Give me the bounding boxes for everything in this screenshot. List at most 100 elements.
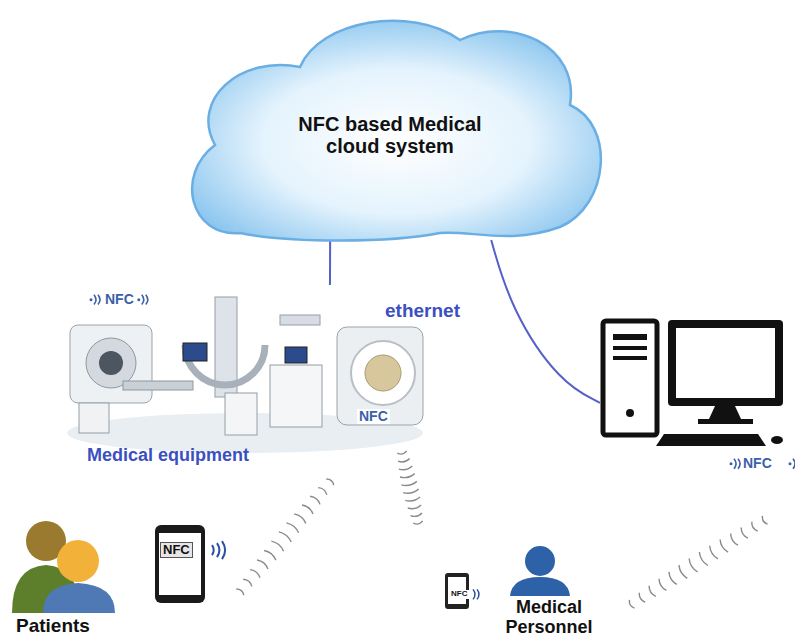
nfc-symbol [94, 295, 96, 305]
nfc-symbol [137, 298, 140, 301]
nfc-wave [669, 572, 677, 585]
nfc-wave [629, 600, 634, 608]
computer-node: NFC [600, 318, 790, 478]
equipment-group: Medical equipment [65, 285, 425, 470]
nfc-wave [405, 497, 420, 501]
patient-head [57, 540, 99, 582]
ct-ring [351, 341, 415, 405]
nfc-wave [401, 481, 417, 485]
nfc-symbol [738, 459, 740, 469]
nfc-wave [279, 532, 291, 542]
cloud-node: NFC based Medical cloud system [170, 5, 610, 240]
text-slot: NFC based Medical cloud system [280, 113, 500, 158]
smartphone [445, 573, 469, 609]
nfc-wave [302, 505, 313, 514]
monitor [183, 343, 207, 361]
monitor-bezel [668, 320, 783, 406]
monitor-base [698, 419, 753, 424]
nfc-wave [679, 565, 687, 578]
drive-bay [613, 356, 647, 360]
patients-node: Patients [8, 515, 223, 642]
nfc-symbol [146, 295, 148, 305]
node-illustration [65, 285, 425, 470]
nfc-wave [741, 528, 748, 539]
node-label: NFC based Medical cloud system [280, 113, 500, 158]
node-label: NFC [743, 456, 787, 472]
nfc-wave [762, 516, 767, 524]
nfc-wave [720, 540, 728, 553]
node-label: Medical equipment [87, 445, 337, 465]
nfc-symbol [90, 298, 93, 301]
nfc-wave [413, 521, 422, 524]
text-slot: Medical Personnel [488, 597, 610, 637]
nfc-wave [397, 451, 406, 454]
nfc-screen-label: NFC [449, 590, 469, 599]
keyboard [656, 434, 766, 446]
drive-bay [613, 334, 647, 340]
node-illustration [600, 318, 790, 478]
nfc-wave [286, 523, 298, 533]
link-label: ethernet [383, 301, 462, 322]
nfc-symbol [789, 462, 792, 465]
cabinet [270, 365, 322, 427]
cart [79, 403, 109, 433]
nfc-wave [310, 496, 320, 504]
nfc-wave [408, 505, 421, 509]
cart [225, 393, 257, 435]
nfc-symbol [793, 459, 795, 469]
monitor [285, 347, 307, 363]
nfc-wave [399, 466, 412, 470]
nfc-badge: NFC [103, 292, 136, 307]
nfc-wave [403, 489, 419, 493]
label-slot: ethernet [383, 301, 462, 322]
nfc-wave [236, 589, 243, 595]
mri-bore [99, 351, 123, 375]
nfc-symbol [734, 459, 736, 469]
patient-body [43, 583, 115, 613]
nfc-wave [250, 570, 260, 578]
nfc-wave [699, 552, 708, 565]
computer-tower [603, 321, 657, 435]
label-slot: NFC [449, 582, 469, 600]
nfc-symbol [473, 589, 475, 599]
nfc-screen-label: NFC [160, 542, 193, 558]
power-button [626, 409, 634, 417]
nfc-wave [410, 513, 421, 516]
arm-lamp [280, 315, 320, 325]
nfc-wave [710, 546, 718, 559]
monitor-stand [709, 406, 741, 419]
text-slot: Patients [16, 615, 136, 636]
cloud-outline [192, 21, 601, 241]
ethernet-link [491, 240, 600, 403]
phone-screen [159, 533, 201, 595]
nfc-symbol [212, 545, 214, 555]
mri-scanner [70, 325, 152, 403]
drive-bay [613, 346, 647, 350]
node-label: Medical Personnel [488, 597, 610, 637]
nfc-wave [659, 579, 666, 591]
node-label: Patients [16, 615, 136, 636]
person-head [525, 546, 555, 576]
text-slot: NFC [743, 456, 787, 472]
person-body [510, 577, 570, 596]
nfc-wave [649, 586, 656, 597]
nfc-wave [271, 541, 283, 551]
ethernet-link [329, 240, 331, 285]
nfc-wave [731, 534, 738, 546]
nfc-wave [294, 514, 306, 524]
monitor-screen [676, 328, 775, 398]
nfc-wave [752, 522, 758, 531]
nfc-wave [639, 593, 645, 602]
ct-scanner [337, 327, 423, 425]
nfc-symbol [730, 462, 733, 465]
mouse [771, 436, 783, 444]
ct-bore [365, 355, 401, 391]
text-slot: Medical equipment [87, 445, 337, 465]
label-slot: NFC [357, 407, 390, 425]
nfc-symbol [477, 589, 479, 599]
nfc-symbol [222, 541, 225, 559]
nfc-wave [318, 488, 327, 495]
